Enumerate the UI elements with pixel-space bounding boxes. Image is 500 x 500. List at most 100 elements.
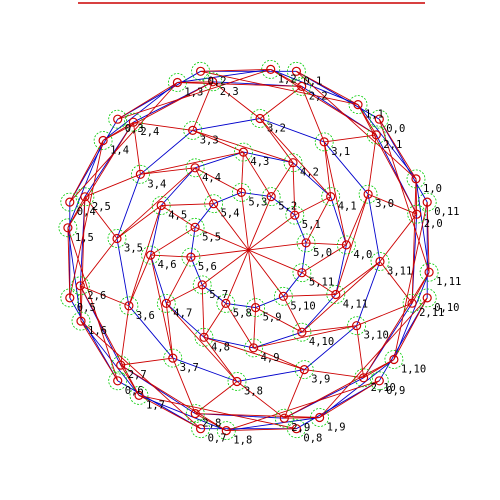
node-halo bbox=[108, 371, 128, 391]
node-halo bbox=[369, 109, 389, 129]
node-label: 4,0 bbox=[353, 249, 372, 261]
diagonal-edge bbox=[301, 261, 381, 333]
node-label: 2,6 bbox=[87, 290, 106, 302]
diagonal-edge bbox=[165, 303, 238, 382]
node-marker bbox=[371, 130, 381, 140]
node-halo bbox=[185, 217, 205, 237]
node-halo bbox=[70, 276, 90, 296]
center-spoke bbox=[248, 196, 272, 251]
node-marker bbox=[65, 197, 75, 207]
node-label: 5,9 bbox=[263, 312, 282, 324]
node-halo bbox=[111, 355, 131, 375]
node-label: 0,0 bbox=[386, 123, 405, 135]
diagonal-edge bbox=[319, 297, 428, 418]
ring-edge bbox=[190, 227, 196, 258]
center-spoke bbox=[248, 242, 307, 251]
node-marker bbox=[412, 209, 422, 219]
diagonal-edge bbox=[150, 255, 174, 359]
ring-edge bbox=[294, 214, 307, 244]
node-halo bbox=[163, 348, 183, 368]
center-spoke bbox=[240, 192, 249, 251]
node-marker bbox=[315, 412, 325, 423]
node-halo bbox=[286, 61, 306, 81]
node-label: 5,2 bbox=[278, 201, 297, 213]
node-marker bbox=[297, 268, 307, 278]
diagonal-edge bbox=[284, 359, 395, 419]
node-marker bbox=[161, 298, 171, 308]
node-marker bbox=[168, 353, 178, 363]
diagonal-edge bbox=[323, 141, 347, 245]
node-halo bbox=[181, 247, 201, 267]
node-halo bbox=[216, 421, 236, 441]
ring-edge bbox=[116, 174, 141, 239]
node-halo bbox=[167, 73, 187, 92]
node-marker bbox=[236, 187, 246, 197]
radial-edge bbox=[140, 167, 196, 175]
node-halo bbox=[366, 125, 386, 145]
node-label: 1,7 bbox=[146, 399, 165, 411]
node-label: 0,10 bbox=[434, 302, 459, 314]
node-halo bbox=[292, 322, 312, 342]
diagonal-edge bbox=[292, 162, 296, 216]
radial-edge bbox=[323, 141, 332, 197]
ring-edge bbox=[203, 336, 254, 349]
center-spoke bbox=[248, 249, 303, 274]
radial-edge bbox=[194, 167, 215, 204]
node-label: 3,2 bbox=[267, 123, 286, 135]
node-halo bbox=[417, 288, 437, 308]
node-halo bbox=[406, 169, 426, 189]
radial-edge bbox=[203, 303, 227, 338]
node-halo bbox=[129, 385, 149, 405]
radial-edge bbox=[80, 320, 119, 382]
diagonal-edge bbox=[138, 394, 297, 430]
ring-edge bbox=[194, 151, 244, 169]
node-marker bbox=[363, 189, 373, 199]
node-marker bbox=[112, 233, 122, 244]
node-halo bbox=[183, 120, 203, 140]
node-halo bbox=[60, 288, 80, 308]
radial-edge bbox=[270, 162, 294, 197]
node-label: 2,9 bbox=[291, 422, 310, 434]
node-halo bbox=[231, 182, 251, 202]
ring-edge bbox=[367, 194, 381, 262]
node-halo bbox=[384, 350, 404, 369]
node-halo bbox=[71, 311, 91, 331]
node-marker bbox=[221, 298, 231, 308]
diagonal-edge bbox=[236, 381, 285, 419]
diagonal-edge bbox=[120, 364, 227, 431]
node-label: 2,8 bbox=[202, 418, 221, 430]
node-halo bbox=[292, 263, 312, 283]
ring-edge bbox=[378, 297, 428, 382]
node-halo bbox=[369, 371, 389, 391]
node-label: 2,10 bbox=[371, 382, 396, 394]
radial-edge bbox=[393, 297, 428, 360]
center-spoke bbox=[194, 226, 249, 251]
diagonal-edge bbox=[393, 202, 428, 360]
node-label: 1,5 bbox=[75, 232, 94, 244]
node-label: 5,11 bbox=[309, 277, 334, 289]
node-marker bbox=[190, 409, 200, 419]
ring-edge bbox=[128, 305, 174, 359]
node-halo bbox=[292, 77, 312, 96]
ring-edge bbox=[241, 191, 272, 198]
node-label: 0,1 bbox=[303, 75, 322, 87]
node-halo bbox=[108, 109, 128, 129]
node-halo bbox=[107, 229, 127, 248]
ring-edge bbox=[304, 325, 357, 370]
diagonal-edge bbox=[200, 70, 359, 106]
diagonal-edge bbox=[357, 104, 418, 215]
node-marker bbox=[411, 174, 421, 184]
node-label: 0,4 bbox=[77, 206, 96, 218]
node-marker bbox=[196, 424, 206, 434]
node-halo bbox=[58, 218, 78, 238]
radial-edge bbox=[356, 325, 365, 378]
diagonal-edge bbox=[140, 151, 244, 175]
radial-edge bbox=[378, 118, 417, 180]
node-halo bbox=[402, 293, 422, 313]
node-halo bbox=[203, 72, 223, 92]
node-label: 1,6 bbox=[88, 325, 107, 337]
node-marker bbox=[353, 99, 363, 110]
node-marker bbox=[221, 426, 231, 436]
node-marker bbox=[232, 376, 242, 387]
node-halo bbox=[283, 153, 303, 173]
